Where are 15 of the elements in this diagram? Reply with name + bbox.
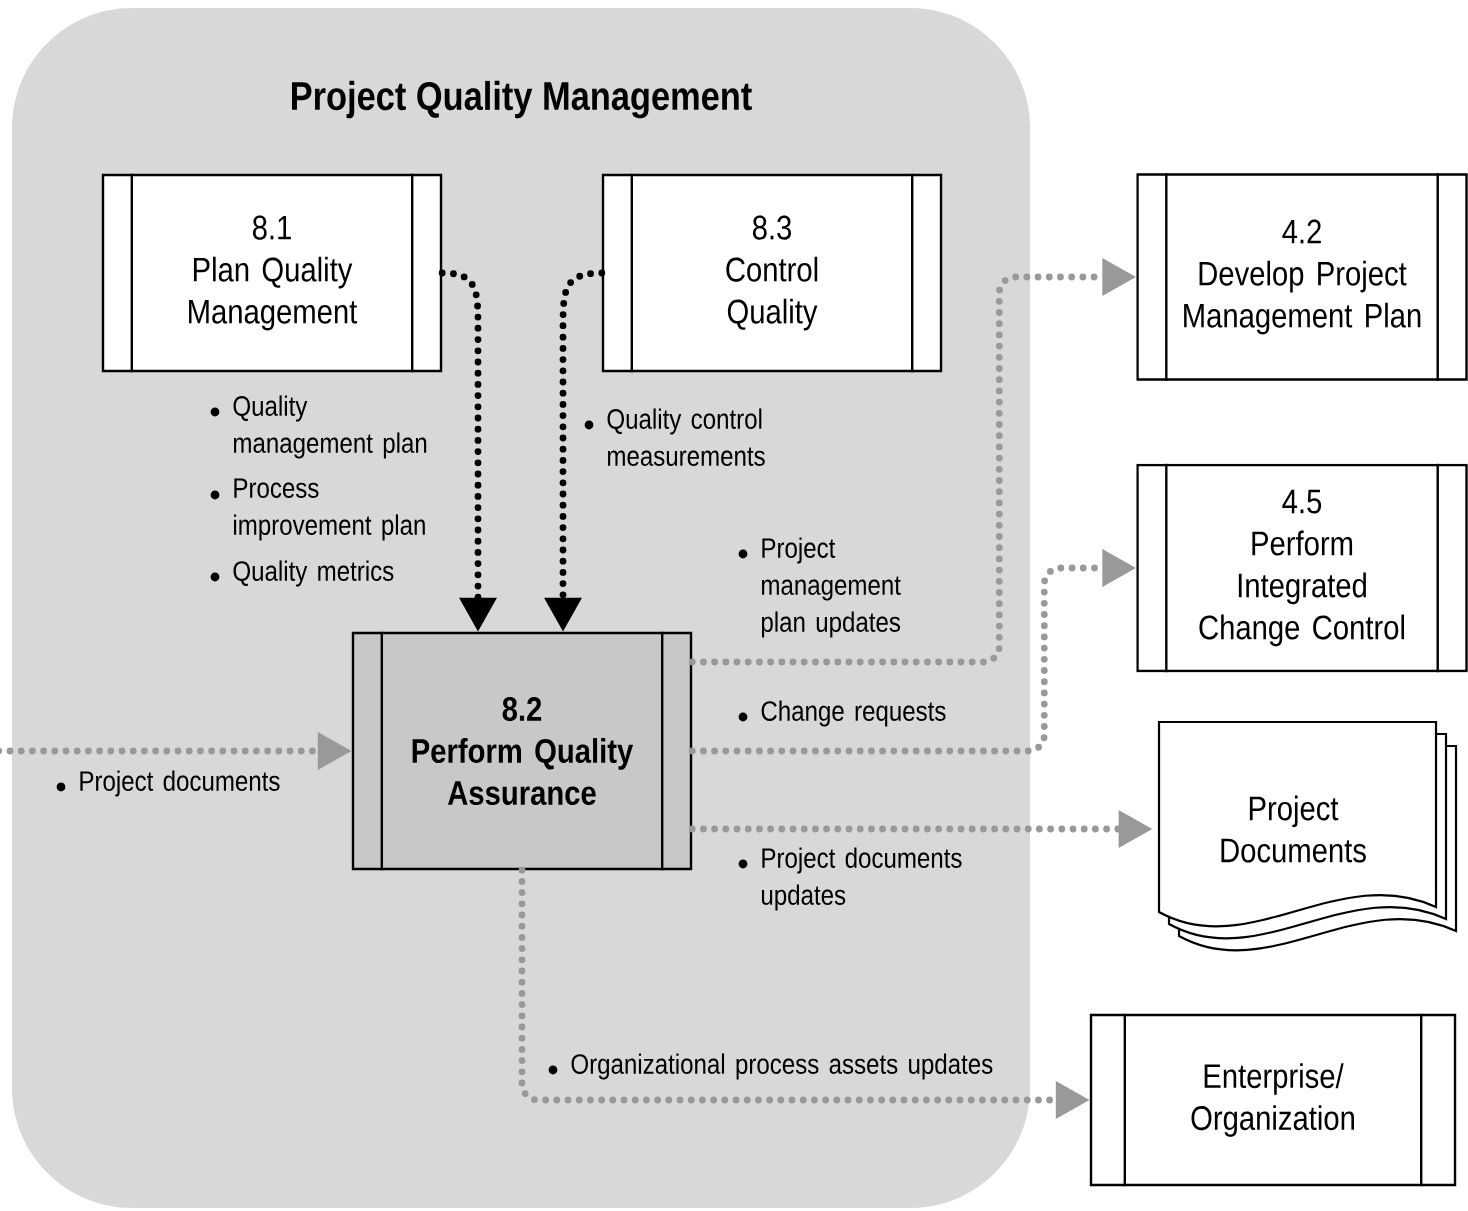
bullet-label: Change requests (761, 700, 946, 727)
process-box: 8.2 Perform Quality Assurance (351, 631, 693, 871)
bullet-label: Project documents (80, 770, 280, 797)
bullet-label: Quality control measurements (607, 408, 765, 466)
bullet-label: Organizational process assets updates (571, 1053, 993, 1080)
process-box: 8.3 Control Quality (601, 173, 943, 373)
bullet-label: Project documents updates (761, 847, 962, 911)
process-box: Enterprise/ Organization (1089, 1013, 1457, 1187)
bullet-label: Quality metrics (233, 560, 394, 587)
process-box: 4.5 Perform Integrated Change Control (1136, 463, 1468, 673)
process-box: 8.1 Plan Quality Management (101, 173, 443, 373)
bullet-label: Process improvement plan (234, 478, 425, 541)
document-stack: Project Documents (1157, 720, 1458, 952)
process-box: 4.2 Develop Project Management Plan (1136, 173, 1468, 381)
bullet-label: Project management plan updates (761, 537, 901, 638)
